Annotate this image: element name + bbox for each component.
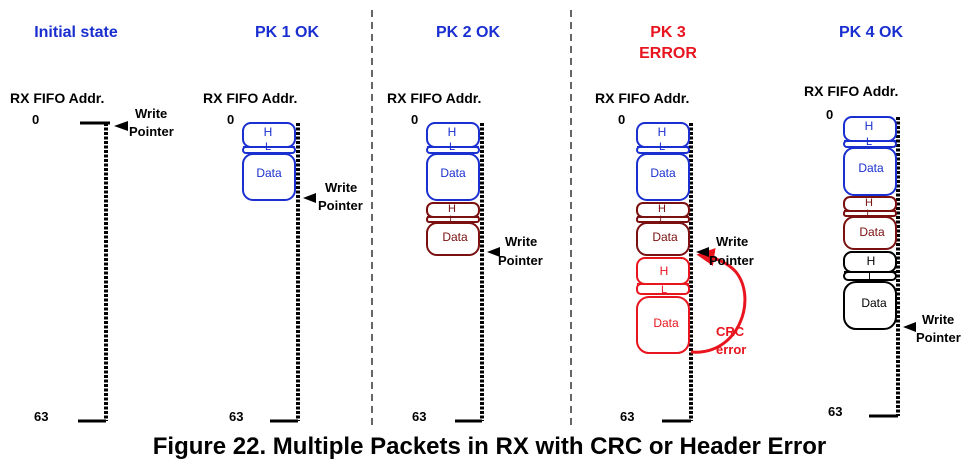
packet-header-l: L <box>659 214 664 224</box>
crc-error-label: error <box>716 342 746 357</box>
packet-header-h: H <box>658 125 667 139</box>
panel-pk3-error: PK 3 ERROR RX FIFO Addr. 0 63 H L Data H… <box>595 24 754 424</box>
write-pointer-label: Pointer <box>709 253 754 268</box>
packet-data-block <box>843 216 897 250</box>
addr-start-label: 0 <box>618 112 625 127</box>
packet-header-l: L <box>868 272 874 283</box>
write-pointer-label: Pointer <box>498 253 543 268</box>
crc-error-return-arrow <box>690 248 747 354</box>
write-pointer-label: Pointer <box>318 198 363 213</box>
panel-title: PK 3 <box>650 24 686 41</box>
packet-data-label: Data <box>650 166 676 180</box>
packet-blue: H L Data <box>636 122 690 201</box>
packet-data-block <box>636 296 690 354</box>
packet-data-block <box>636 153 690 201</box>
packet-header-h: H <box>865 197 873 209</box>
write-pointer-label: Write <box>716 234 748 249</box>
panel-pk1-ok: PK 1 OK RX FIFO Addr. 0 63 H L Data Writ… <box>203 24 363 424</box>
packet-header-l: L <box>449 214 454 224</box>
write-pointer-label: Write <box>505 234 537 249</box>
write-pointer-label: Pointer <box>916 330 961 345</box>
packet-header-h: H <box>448 125 457 139</box>
addr-start-label: 0 <box>411 112 418 127</box>
panel-title: Initial state <box>34 24 118 41</box>
panel-title: PK 2 OK <box>436 24 500 41</box>
fifo-label: RX FIFO Addr. <box>387 90 481 106</box>
packet-header-l: L <box>265 141 271 153</box>
figure-caption: Figure 22. Multiple Packets in RX with C… <box>152 433 827 460</box>
fifo-label: RX FIFO Addr. <box>203 90 297 106</box>
write-pointer-label: Write <box>135 106 167 121</box>
packet-data-label: Data <box>653 316 679 330</box>
packet-dark-red: H L Data <box>843 196 897 250</box>
packet-blue: H L Data <box>426 122 480 201</box>
packet-header-h: H <box>264 125 273 139</box>
packet-blue: H L Data <box>242 122 296 201</box>
addr-start-label: 0 <box>32 112 39 127</box>
packet-data-label: Data <box>440 166 466 180</box>
packet-header-h: H <box>658 203 666 215</box>
write-pointer-label: Pointer <box>129 124 174 139</box>
packet-header-l: L <box>449 141 455 153</box>
addr-end-label: 63 <box>229 409 243 424</box>
fifo-label: RX FIFO Addr. <box>10 90 104 106</box>
packet-header-h: H <box>660 264 669 278</box>
packet-header-h: H <box>865 119 874 133</box>
write-pointer-label: Write <box>325 180 357 195</box>
packet-data-block <box>426 153 480 201</box>
packet-data-block <box>242 153 296 201</box>
packet-data-label: Data <box>859 225 885 239</box>
fifo-label: RX FIFO Addr. <box>804 83 898 99</box>
addr-start-label: 0 <box>826 107 833 122</box>
packet-header-l: L <box>661 284 667 296</box>
packet-header-h: H <box>867 254 876 268</box>
crc-error-label: CRC <box>716 324 745 339</box>
packet-len-bar <box>843 271 897 281</box>
packet-data-label: Data <box>442 230 468 244</box>
write-pointer-arrow <box>487 247 500 257</box>
packet-len-bar <box>636 283 690 295</box>
packet-data-block <box>636 222 690 256</box>
packet-data-label: Data <box>858 161 884 175</box>
packet-data-label: Data <box>652 230 678 244</box>
panel-title: ERROR <box>639 45 697 62</box>
addr-end-label: 63 <box>34 409 48 424</box>
panel-title: PK 1 OK <box>255 24 319 41</box>
packet-dark-red: H L Data <box>636 202 690 256</box>
write-pointer-arrow <box>696 247 709 257</box>
write-pointer-arrow <box>903 322 916 332</box>
packet-black: H L Data <box>843 251 897 330</box>
packet-header-h: H <box>448 203 456 215</box>
panel-initial-state: Initial state RX FIFO Addr. 0 63 Write P… <box>10 24 174 424</box>
addr-end-label: 63 <box>620 409 634 424</box>
write-pointer-label: Write <box>922 312 954 327</box>
panel-pk4-ok: PK 4 OK RX FIFO Addr. 0 63 H L Data H L … <box>804 24 961 419</box>
panel-pk2-ok: PK 2 OK RX FIFO Addr. 0 63 H L Data H L … <box>387 24 543 424</box>
packet-data-block <box>426 222 480 256</box>
packet-data-label: Data <box>861 296 887 310</box>
packet-dark-red: H L Data <box>426 202 480 256</box>
addr-start-label: 0 <box>227 112 234 127</box>
packet-red-error: H L Data <box>636 257 690 354</box>
addr-end-label: 63 <box>412 409 426 424</box>
addr-end-label: 63 <box>828 404 842 419</box>
packet-header-l: L <box>866 208 871 218</box>
packet-data-label: Data <box>256 166 282 180</box>
packet-header-l: L <box>866 136 872 148</box>
fifo-label: RX FIFO Addr. <box>595 90 689 106</box>
packet-blue: H L Data <box>843 116 897 196</box>
packet-data-block <box>843 147 897 196</box>
write-pointer-arrow <box>114 121 128 131</box>
packet-header-l: L <box>659 141 665 153</box>
write-pointer-arrow <box>303 193 316 203</box>
rx-fifo-diagram: Initial state RX FIFO Addr. 0 63 Write P… <box>10 10 961 425</box>
panel-title: PK 4 OK <box>839 24 903 41</box>
packet-data-block <box>843 281 897 330</box>
